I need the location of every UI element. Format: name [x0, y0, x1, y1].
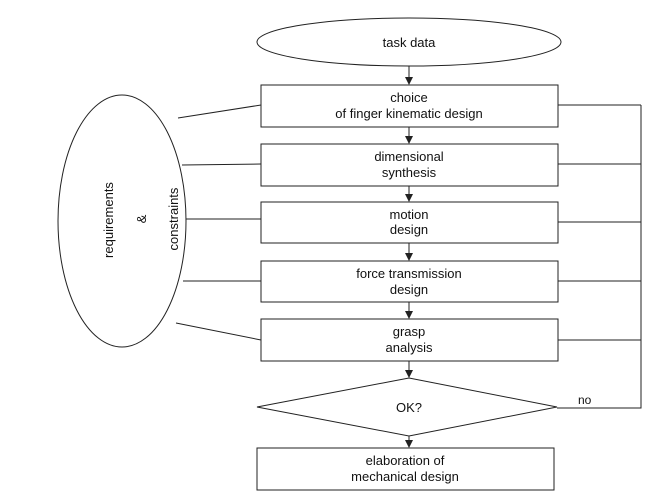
step-motion-line1: motion	[389, 207, 428, 222]
decision-node: OK?	[256, 377, 558, 437]
requirements-node: requirements & constraints	[57, 94, 187, 348]
connector-to-step-1	[177, 104, 262, 119]
constraints-label: constraints	[166, 187, 181, 250]
requirements-connectors	[175, 104, 262, 341]
step-motion-line2: design	[390, 222, 428, 237]
ampersand-label: &	[134, 214, 149, 223]
step-dimensional-box: dimensional synthesis	[260, 143, 559, 187]
start-label: task data	[383, 35, 437, 50]
step-force-box: force transmission design	[260, 260, 559, 303]
start-node: task data	[256, 17, 562, 67]
step-choice-line1: choice	[390, 90, 428, 105]
connector-to-step-2	[181, 163, 262, 166]
step-dimensional-line1: dimensional	[374, 149, 443, 164]
step-motion-box: motion design	[260, 201, 559, 244]
step-choice-box: choice of finger kinematic design	[260, 84, 559, 128]
end-box: elaboration of mechanical design	[256, 447, 555, 491]
connector-to-step-5	[175, 322, 262, 341]
step-force-line2: design	[390, 282, 428, 297]
decision-label: OK?	[396, 400, 422, 415]
step-grasp-line2: analysis	[386, 340, 433, 355]
requirements-label: requirements	[101, 182, 116, 258]
step-dimensional-line2: synthesis	[382, 165, 437, 180]
step-grasp-box: grasp analysis	[260, 318, 559, 362]
feedback-loop: no	[557, 104, 642, 409]
step-grasp-line1: grasp	[393, 324, 426, 339]
end-line1: elaboration of	[366, 453, 445, 468]
step-force-line1: force transmission	[356, 266, 461, 281]
no-label: no	[578, 393, 592, 407]
step-choice-line2: of finger kinematic design	[335, 106, 482, 121]
end-line2: mechanical design	[351, 469, 459, 484]
